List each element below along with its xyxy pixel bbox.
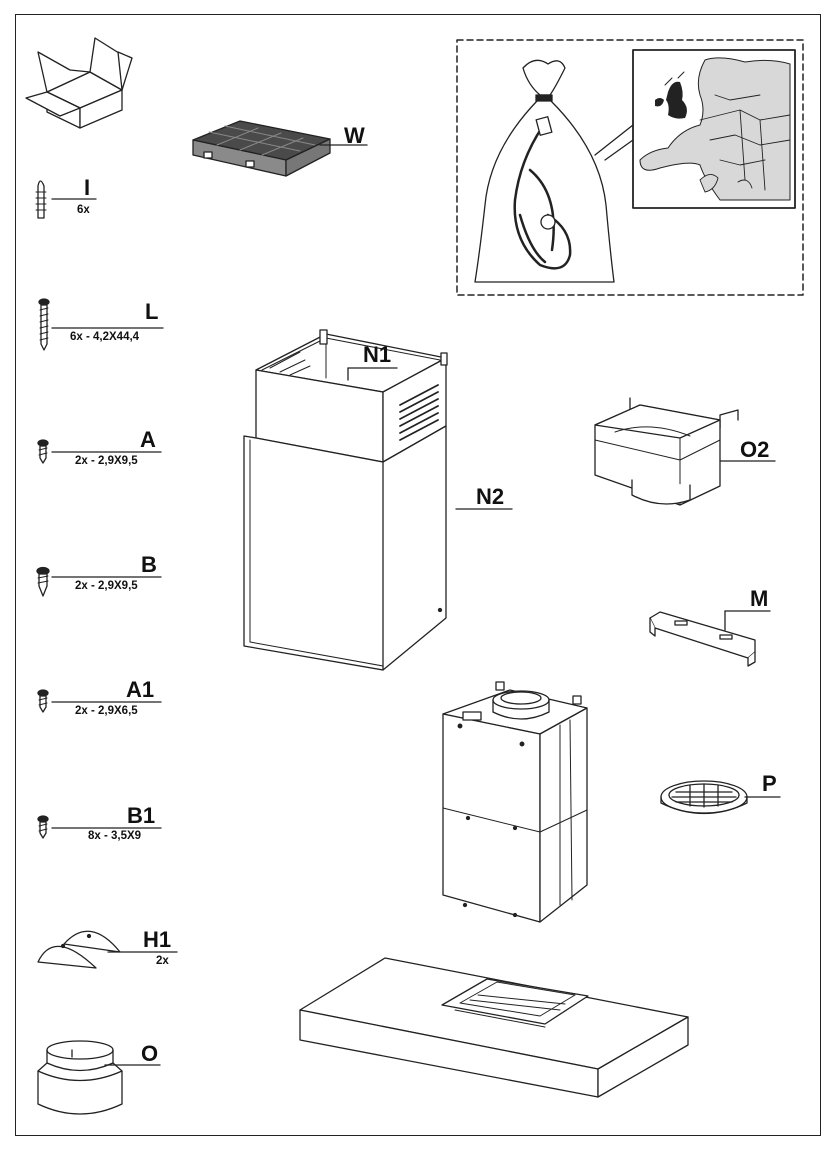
canopy-icon: [299, 957, 689, 1098]
part-label-m: M: [750, 586, 769, 611]
part-label-h1: H1: [143, 927, 172, 952]
air-outlet-icon: [594, 397, 776, 506]
part-label-o: O: [141, 1041, 159, 1066]
part-spec-i: 6x: [77, 204, 90, 216]
screw-icon: [38, 298, 164, 351]
part-label-l: L: [145, 299, 159, 324]
screw-icon: [37, 689, 162, 713]
screw-icon: [37, 439, 162, 464]
box-icon: [25, 37, 133, 129]
part-label-a: A: [140, 427, 156, 452]
part-label-b1: B1: [127, 803, 156, 828]
grille-icon: [660, 780, 781, 815]
part-spec-l: 6x - 4,2X44,4: [70, 331, 140, 343]
motor-unit-icon: [442, 681, 588, 923]
part-label-n1: N1: [363, 342, 392, 367]
part-spec-b1: 8x - 3,5X9: [88, 830, 142, 842]
page-frame: [15, 14, 821, 1136]
bracket-icon: [649, 610, 771, 667]
part-spec-a: 2x - 2,9X9,5: [75, 455, 138, 467]
chimney-lower-icon: [243, 425, 513, 671]
wall-plug-icon: [35, 180, 97, 219]
part-label-p: P: [762, 771, 777, 796]
half-disc-icon: [37, 930, 178, 969]
part-label-b: B: [141, 552, 157, 577]
part-label-a1: A1: [126, 677, 155, 702]
part-label-w: W: [344, 123, 365, 148]
screw-icon: [36, 566, 162, 597]
screw-icon: [37, 815, 162, 839]
europe-map-icon: [632, 49, 796, 209]
part-spec-h1: 2x: [156, 955, 169, 967]
charcoal-filter-icon: [192, 120, 368, 177]
part-label-i: I: [84, 175, 91, 200]
part-spec-a1: 2x - 2,9X6,5: [75, 705, 138, 717]
duct-ring-icon: [37, 1040, 161, 1115]
part-label-o2: O2: [740, 437, 770, 462]
part-label-n2: N2: [476, 484, 505, 509]
part-spec-b: 2x - 2,9X9,5: [75, 580, 138, 592]
power-cable-bag-icon: [456, 39, 804, 296]
